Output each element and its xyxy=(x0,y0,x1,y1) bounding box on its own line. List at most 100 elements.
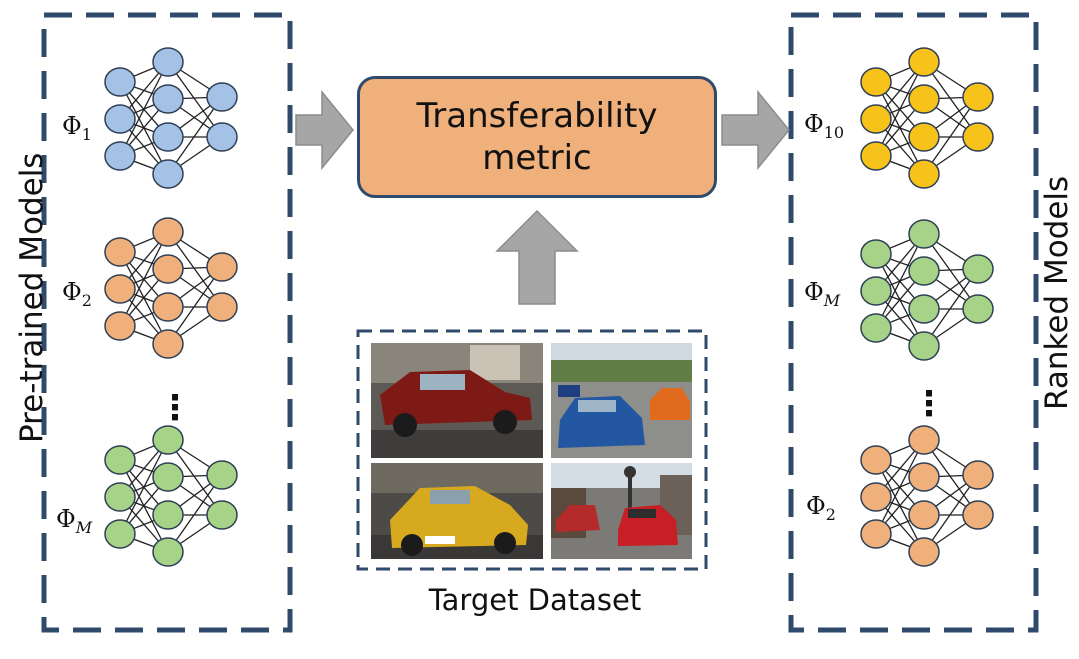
network-node xyxy=(104,104,136,134)
ellipsis-right: ⋮ xyxy=(912,384,946,424)
network-edge xyxy=(119,439,169,535)
network-node xyxy=(908,425,940,455)
phi-subscript: M xyxy=(75,517,93,537)
network-node xyxy=(860,313,892,343)
ranked-models-label: Ranked Models xyxy=(1039,175,1075,410)
network-node xyxy=(206,500,238,530)
street-race-cars-photo xyxy=(551,343,692,458)
arrow-right-right xyxy=(721,89,790,171)
network-node xyxy=(152,500,184,530)
network-node xyxy=(152,159,184,189)
network-node xyxy=(206,460,238,490)
network-node xyxy=(206,82,238,112)
left-panel-border xyxy=(41,12,293,633)
network-node xyxy=(908,294,940,324)
network-node xyxy=(152,47,184,77)
network-node xyxy=(860,519,892,549)
yellow-sports-car-photo xyxy=(371,463,543,559)
network-edge xyxy=(167,61,223,138)
network-node xyxy=(962,294,994,324)
network-node xyxy=(860,104,892,134)
network-edge xyxy=(875,233,925,329)
network-node xyxy=(962,122,994,152)
network-left-3 xyxy=(104,425,238,567)
network-node xyxy=(152,122,184,152)
network-node xyxy=(104,67,136,97)
network-node xyxy=(152,84,184,114)
network-node xyxy=(104,311,136,341)
phi-subscript: M xyxy=(823,290,841,310)
network-node xyxy=(860,276,892,306)
network-node xyxy=(152,254,184,284)
network-edge xyxy=(167,474,223,553)
network-node xyxy=(104,237,136,267)
network-node xyxy=(908,256,940,286)
phi-symbol: Φ xyxy=(62,278,82,306)
network-node xyxy=(104,445,136,475)
network-left-1 xyxy=(104,47,238,189)
phi-symbol: Φ xyxy=(806,492,826,520)
network-edge xyxy=(167,96,223,175)
phi-subscript: 2 xyxy=(825,504,836,524)
arrow-up-dataset xyxy=(495,209,579,305)
red-hot-rod-photo xyxy=(551,463,692,559)
network-node xyxy=(962,500,994,530)
network-node xyxy=(152,425,184,455)
model-label-left-3: ΦM xyxy=(56,505,92,537)
network-node xyxy=(908,537,940,567)
phi-symbol: Φ xyxy=(62,112,82,140)
network-node xyxy=(152,462,184,492)
network-edge xyxy=(875,61,925,157)
network-node xyxy=(152,217,184,247)
target-dataset-label: Target Dataset xyxy=(428,583,642,617)
network-node xyxy=(104,141,136,171)
network-edge xyxy=(875,439,925,535)
phi-symbol: Φ xyxy=(804,278,824,306)
network-node xyxy=(908,47,940,77)
network-right-3 xyxy=(860,425,994,567)
network-node xyxy=(908,219,940,249)
network-node xyxy=(152,292,184,322)
network-node xyxy=(908,462,940,492)
network-edge xyxy=(119,231,169,327)
network-node xyxy=(962,82,994,112)
network-node xyxy=(908,159,940,189)
network-edge xyxy=(923,96,979,175)
network-edge xyxy=(923,439,979,516)
network-node xyxy=(152,329,184,359)
red-classic-car-photo xyxy=(371,343,543,458)
arrow-right-left xyxy=(295,89,354,171)
network-node xyxy=(860,239,892,269)
network-edge xyxy=(167,439,223,516)
phi-symbol: Φ xyxy=(804,110,824,138)
phi-subscript: 2 xyxy=(81,290,92,310)
dataset-border xyxy=(356,329,708,571)
phi-subscript: 10 xyxy=(823,122,845,142)
pretrained-models-label: Pre-trained Models xyxy=(14,152,50,443)
metric-line-2: metric xyxy=(482,138,592,178)
network-node xyxy=(908,84,940,114)
network-node xyxy=(908,500,940,530)
network-right-1 xyxy=(860,47,994,189)
phi-subscript: 1 xyxy=(81,124,92,144)
network-left-2 xyxy=(104,217,238,359)
network-edge xyxy=(119,61,169,157)
model-label-right-1: Φ10 xyxy=(804,110,844,142)
network-node xyxy=(860,67,892,97)
network-edge xyxy=(167,231,223,308)
transferability-metric-box: Transferability metric xyxy=(357,76,717,198)
right-panel-border xyxy=(788,12,1039,633)
ellipsis-left: ⋮ xyxy=(158,388,192,428)
network-node xyxy=(908,122,940,152)
network-edge xyxy=(167,266,223,345)
phi-symbol: Φ xyxy=(56,505,76,533)
network-right-2 xyxy=(860,219,994,361)
network-node xyxy=(104,274,136,304)
model-label-right-2: ΦM xyxy=(804,278,840,310)
network-node xyxy=(962,254,994,284)
network-edge xyxy=(923,61,979,138)
network-node xyxy=(860,445,892,475)
network-node xyxy=(962,460,994,490)
model-label-left-2: Φ2 xyxy=(62,278,92,310)
